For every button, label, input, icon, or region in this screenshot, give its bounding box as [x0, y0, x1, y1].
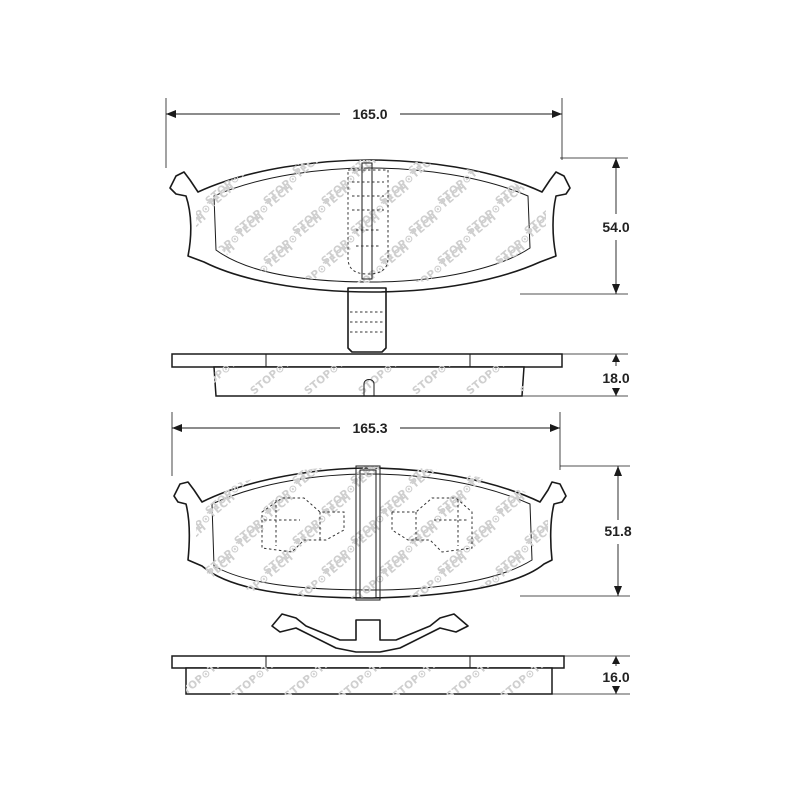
watermark-logo: STOP⊙TECH [551, 461, 614, 517]
dimension-rear-thickness: 18.0 [522, 353, 630, 397]
watermark-logo: STOP⊙TECH [232, 121, 295, 177]
watermark-logo: STOP⊙TECH [145, 211, 208, 267]
top-pad-side-view: STOP⊙TECHSTOP⊙TECHSTOP⊙TECHSTOP⊙TECHSTOP… [171, 341, 581, 397]
watermark-logo: STOP⊙TECH [406, 551, 469, 607]
watermark-logo: STOP⊙TECH [551, 151, 614, 207]
bottom-wire-clip [271, 613, 469, 653]
watermark-logo: STOP⊙TECH [518, 341, 581, 397]
dimension-front-width: 165.3 [171, 412, 561, 476]
watermark-logo: STOP⊙TECH [145, 151, 208, 207]
dimension-rear-width: 165.0 [165, 98, 563, 168]
rear-height-label: 54.0 [602, 219, 629, 235]
watermark-logo: STOP⊙TECH [203, 211, 266, 267]
bottom-pad-side-view: STOP⊙TECHSTOP⊙TECHSTOP⊙TECHSTOP⊙TECHSTOP… [171, 655, 565, 695]
bottom-center-slot [359, 469, 377, 599]
rear-width-label: 165.0 [352, 106, 387, 122]
bottom-side-backing-plate [171, 655, 565, 669]
top-backing-plate-outline [169, 159, 571, 293]
watermark-logo: STOP⊙TECH [232, 431, 295, 487]
watermark-logo: STOP⊙TECH [174, 121, 237, 177]
watermark-logo: STOP⊙TECH [464, 551, 527, 607]
watermark-logo: STOP⊙TECH [522, 121, 585, 177]
watermark-logo: STOP⊙TECH [290, 241, 353, 297]
watermark-logo: STOP⊙TECH [464, 241, 527, 297]
top-friction-material-outline [213, 167, 531, 283]
bottom-backing-plate-outline [173, 467, 567, 599]
top-side-backing-plate [171, 353, 563, 368]
bottom-pad-front-view: STOP⊙TECHSTOP⊙TECHSTOP⊙TECHSTOP⊙TECHSTOP… [145, 431, 614, 653]
front-thickness-label: 16.0 [602, 669, 629, 685]
bottom-hidden-features [261, 497, 473, 553]
front-height-label: 51.8 [604, 523, 631, 539]
watermark-logo: STOP⊙TECH [522, 241, 585, 297]
watermark-logo: STOP⊙TECH [522, 431, 585, 487]
top-side-center-notch [363, 379, 375, 396]
top-pad-front-view: STOP⊙TECHSTOP⊙TECHSTOP⊙TECHSTOP⊙TECHSTOP… [145, 121, 614, 353]
dimension-front-height: 51.8 [520, 465, 632, 597]
dimension-front-thickness: 16.0 [552, 655, 630, 695]
watermark-logo: STOP⊙TECH [174, 551, 237, 607]
watermark-logo: STOP⊙TECH [174, 241, 237, 297]
watermark-logo: STOP⊙TECH [232, 241, 295, 297]
top-hidden-clip [347, 169, 389, 275]
watermark-logo: STOP⊙TECH [232, 551, 295, 607]
front-width-label: 165.3 [352, 420, 387, 436]
watermark-logo: STOP⊙TECH [145, 521, 208, 577]
top-spring-clip [347, 287, 387, 353]
watermark-logo: STOP⊙TECH [290, 551, 353, 607]
dimension-rear-height: 54.0 [520, 157, 630, 295]
watermark-logo: STOP⊙TECH [464, 121, 527, 177]
watermark-logo: STOP⊙TECH [174, 181, 237, 237]
top-pad-watermark: STOP⊙TECHSTOP⊙TECHSTOP⊙TECHSTOP⊙TECHSTOP… [145, 121, 614, 297]
bottom-friction-material-outline [211, 473, 533, 591]
rear-thickness-label: 18.0 [602, 370, 629, 386]
watermark-logo: STOP⊙TECH [348, 241, 411, 297]
watermark-logo: STOP⊙TECH [174, 431, 237, 487]
top-center-slot [361, 162, 373, 280]
